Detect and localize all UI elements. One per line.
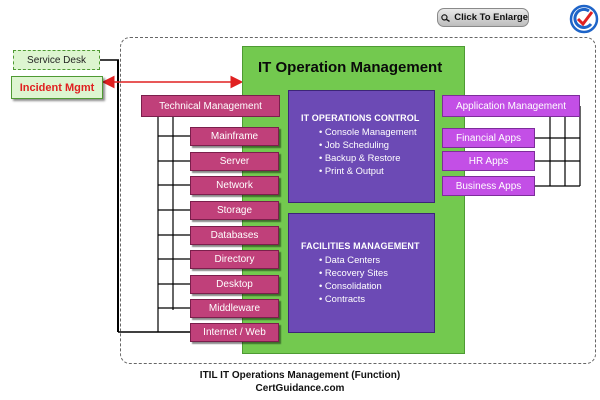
- technical-item-databases: Databases: [190, 226, 279, 245]
- application-management-box: Application Management: [442, 95, 580, 117]
- it-operation-management-title: IT Operation Management: [258, 59, 443, 76]
- incident-mgmt-box: Incident Mgmt: [11, 76, 103, 99]
- it-operations-control-box: IT OPERATIONS CONTROL • Console Manageme…: [288, 90, 435, 203]
- facilities-title: FACILITIES MANAGEMENT: [301, 241, 420, 251]
- application-tree: [535, 106, 581, 187]
- operations-control-item: • Backup & Restore: [319, 152, 401, 163]
- application-item-business-apps: Business Apps: [442, 176, 535, 196]
- facilities-management-box: FACILITIES MANAGEMENT • Data Centers • R…: [288, 213, 435, 333]
- outer-dashed-frame: [120, 37, 596, 364]
- facilities-item: • Data Centers: [319, 254, 381, 265]
- operations-control-item: • Console Management: [319, 126, 417, 137]
- facilities-item: • Consolidation: [319, 280, 382, 291]
- application-item-financial-apps: Financial Apps: [442, 128, 535, 148]
- technical-item-directory: Directory: [190, 250, 279, 269]
- operations-control-item: • Print & Output: [319, 165, 384, 176]
- technical-item-server: Server: [190, 152, 279, 171]
- service-desk-box: Service Desk: [13, 50, 100, 70]
- operations-control-item: • Job Scheduling: [319, 139, 390, 150]
- technical-item-middleware: Middleware: [190, 299, 279, 318]
- caption-site: CertGuidance.com: [255, 383, 345, 394]
- magnifier-icon: [441, 13, 450, 22]
- facilities-item: • Recovery Sites: [319, 267, 388, 278]
- technical-item-storage: Storage: [190, 201, 279, 220]
- enlarge-label: Click To Enlarge: [454, 12, 528, 23]
- facilities-item: • Contracts: [319, 293, 366, 304]
- application-item-hr-apps: HR Apps: [442, 151, 535, 171]
- caption-title: ITIL IT Operations Management (Function): [199, 370, 401, 381]
- click-to-enlarge-button[interactable]: Click To Enlarge: [437, 8, 529, 27]
- technical-tree: [157, 117, 190, 332]
- technical-item-network: Network: [190, 176, 279, 195]
- technical-item-desktop: Desktop: [190, 275, 279, 294]
- operations-control-title: IT OPERATIONS CONTROL: [301, 113, 420, 123]
- certguidance-logo-icon: [569, 4, 599, 34]
- technical-management-box: Technical Management: [141, 95, 280, 117]
- technical-item-mainframe: Mainframe: [190, 127, 279, 146]
- technical-item-internet-web: Internet / Web: [190, 323, 279, 342]
